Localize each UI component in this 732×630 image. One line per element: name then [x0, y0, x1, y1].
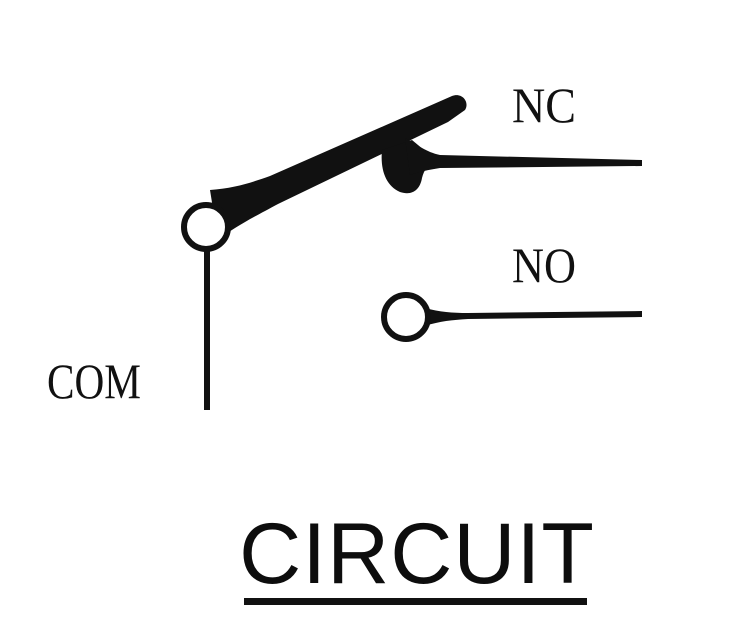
nc-label: NC — [512, 77, 576, 133]
no-terminal-wire — [425, 308, 642, 326]
com-label: COM — [47, 353, 141, 409]
circuit-caption: CIRCUIT — [239, 506, 595, 602]
no-terminal-circle — [381, 292, 431, 342]
no-label: NO — [512, 237, 576, 293]
nc-terminal-wire — [405, 138, 642, 175]
caption-underline — [244, 598, 587, 605]
com-pivot-circle — [181, 202, 231, 252]
switch-armature — [210, 95, 467, 240]
